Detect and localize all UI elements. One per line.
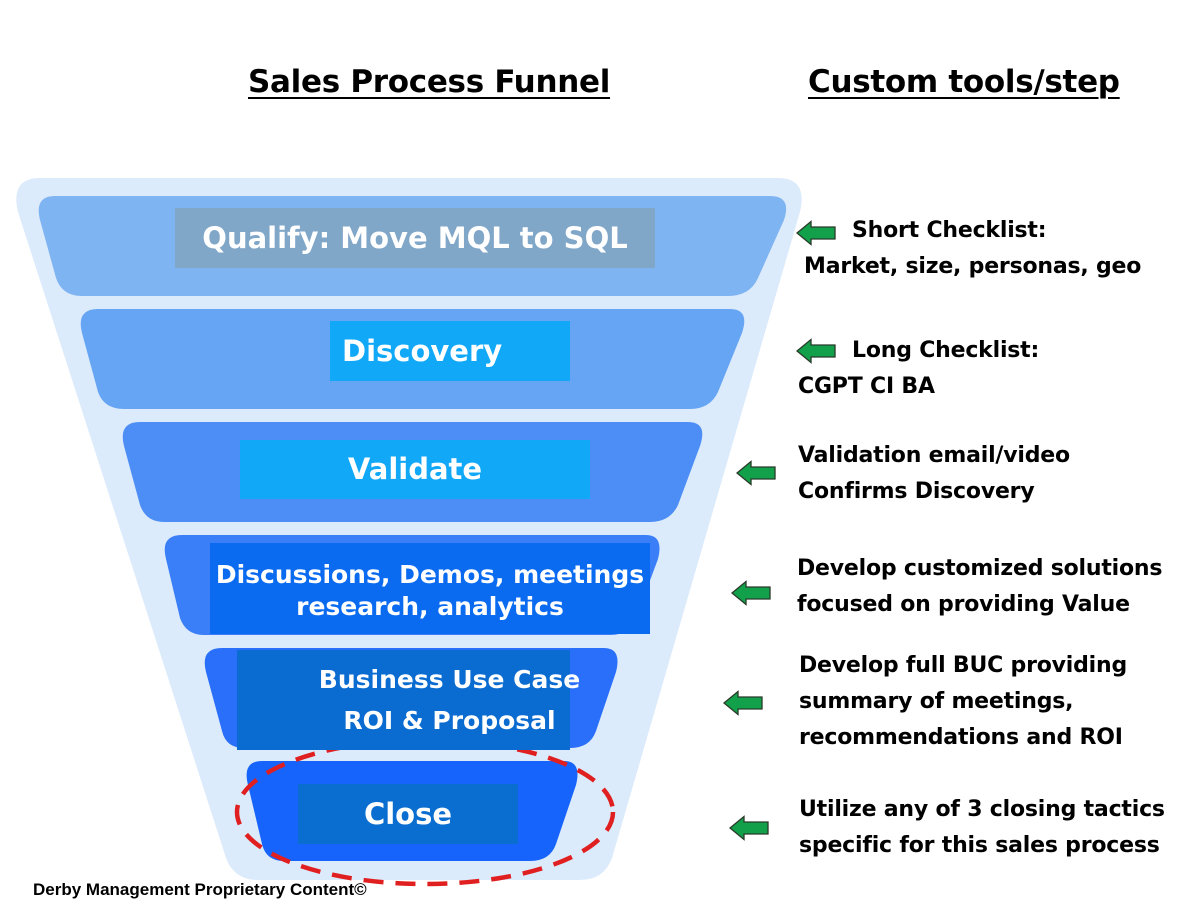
left-arrow-icon <box>729 815 769 841</box>
footer-copyright: Derby Management Proprietary Content© <box>33 880 367 899</box>
stage-validate-label: Validate <box>240 440 590 499</box>
tool-discovery-text: Long Checklist: CGPT CI BA <box>798 338 1040 399</box>
stage-close-label: Close <box>298 784 518 844</box>
left-arrow-icon <box>796 220 836 246</box>
tool-close-text: Utilize any of 3 closing tactics specifi… <box>799 797 1165 858</box>
stage-discovery-label: Discovery <box>330 321 570 381</box>
tool-qualify-text: Short Checklist: Market, size, personas,… <box>804 218 1142 279</box>
stage-qualify-label: Qualify: Move MQL to SQL <box>175 208 655 268</box>
tool-validate-text: Validation email/video Confirms Discover… <box>798 443 1070 504</box>
left-arrow-icon <box>731 580 771 606</box>
tool-business-text: Develop full BUC providing summary of me… <box>799 653 1128 750</box>
left-arrow-icon <box>796 338 836 364</box>
left-arrow-icon <box>723 690 763 716</box>
stage-discussions-label: Discussions, Demos, meetings research, a… <box>210 543 650 634</box>
funnel-heading: Sales Process Funnel <box>248 64 611 100</box>
stage-business-label: Business Use Case ROI & Proposal <box>237 650 580 750</box>
tool-discussions-text: Develop customized solutions focused on … <box>797 556 1163 617</box>
left-arrow-icon <box>736 460 776 486</box>
tools-heading: Custom tools/step <box>808 64 1120 100</box>
